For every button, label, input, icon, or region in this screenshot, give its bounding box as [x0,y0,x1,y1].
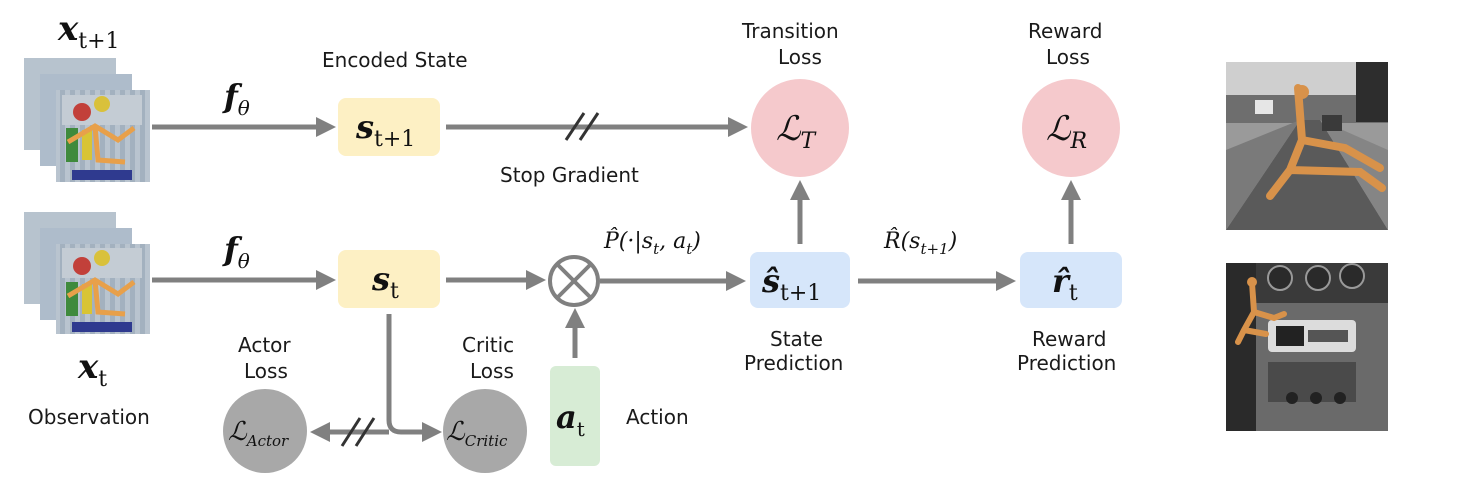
state-current-box [338,250,440,308]
combine-operator-icon [548,255,600,307]
reward-loss-caption-1: Reward [1028,19,1102,43]
reward-prediction-box [1020,252,1122,308]
action-box [550,366,600,466]
critic-loss-symbol: ℒCritic [446,417,508,450]
state-next-box [338,98,440,156]
state-prediction-label: ŝt+1 [761,262,821,306]
critic-loss-circle [443,389,527,473]
observation-next-label: xt+1 [57,9,120,54]
encoded-state-caption: Encoded State [322,48,468,72]
actor-loss-caption-2: Loss [244,359,288,383]
reward-loss-symbol: ℒR [1046,109,1087,154]
encoder-label-bottom: fθ [222,230,250,273]
car-interior-image [1226,263,1388,431]
reward-prediction-caption-1: Reward [1032,327,1106,351]
actor-stop-gradient-marks [340,417,376,447]
transition-loss-caption-1: Transition [741,19,839,43]
state-current-label: st [371,260,399,304]
state-prediction-box [750,252,850,308]
critic-loss-caption-1: Critic [462,333,514,357]
transition-model-label: P̂(·|st, at) [603,228,701,258]
observation-frames-current [24,212,150,334]
reward-prediction-label: r̂t [1052,262,1078,306]
driving-scene-image [1226,62,1388,230]
state-prediction-caption-1: State [770,327,823,351]
actor-loss-symbol: ℒActor [228,417,289,450]
action-label: at [556,398,585,441]
actor-loss-caption-1: Actor [238,333,291,357]
reward-model-label: R̂(st+1) [883,228,957,258]
observation-current-label: xt [77,347,107,392]
stop-gradient-marks [564,112,600,141]
action-caption: Action [626,405,689,429]
state-next-label: st+1 [355,108,415,152]
transition-loss-circle [751,79,849,177]
actor-loss-circle [223,389,307,473]
observation-caption: Observation [28,405,150,429]
reward-loss-caption-2: Loss [1046,45,1090,69]
encoder-label-top: fθ [222,77,250,120]
reward-loss-circle [1022,79,1120,177]
transition-loss-symbol: ℒT [776,109,818,154]
reward-prediction-caption-2: Prediction [1017,351,1116,375]
critic-loss-caption-2: Loss [470,359,514,383]
observation-frames-next [24,58,150,182]
state-to-actor-critic-branch [386,314,442,442]
state-prediction-caption-2: Prediction [744,351,843,375]
stop-gradient-caption: Stop Gradient [500,163,639,187]
transition-loss-caption-2: Loss [778,45,822,69]
